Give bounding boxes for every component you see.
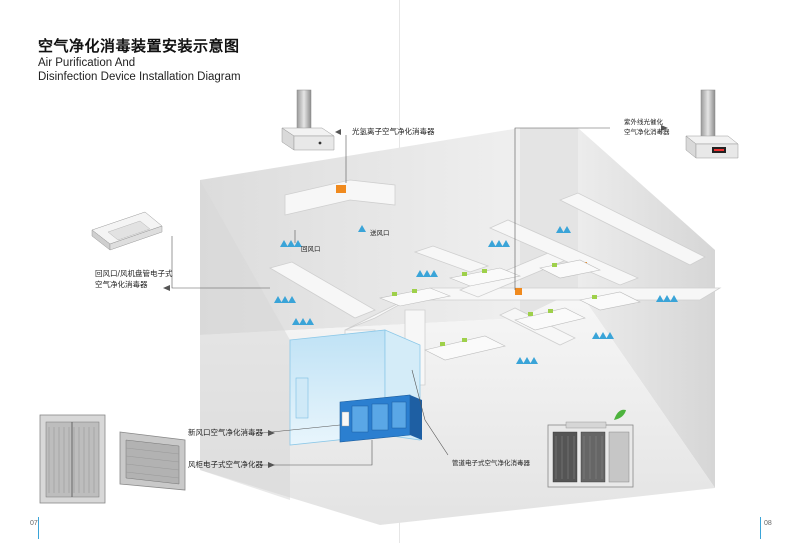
device-marker-duct xyxy=(515,288,522,295)
device-photo-cassette-purifier xyxy=(91,211,163,251)
room-front-wall-cut xyxy=(200,180,290,500)
page-title-en-line2: Disinfection Device Installation Diagram xyxy=(38,71,241,83)
airflow-arrows xyxy=(274,225,678,364)
airflow-arrow-group xyxy=(416,270,438,277)
page-title-zh: 空气净化消毒装置安装示意图 xyxy=(38,37,240,55)
ahu-unit xyxy=(339,394,422,443)
label-duct-electronic: 管道电子式空气净化消毒器 xyxy=(452,459,530,467)
duct-left-branch xyxy=(268,261,376,319)
airflow-arrow-group xyxy=(292,318,314,325)
page-title-en: Air Purification And Disinfection Device… xyxy=(38,56,241,84)
device-photo-duct-purifier xyxy=(547,409,634,488)
leader-duct xyxy=(411,369,449,456)
device-photo-ceiling-purifier xyxy=(281,89,335,151)
device-photo-uv-purifier xyxy=(685,89,739,159)
device-photo-ahu-panel xyxy=(119,431,186,491)
office-workstations xyxy=(378,259,641,361)
page-title-en-line1: Air Purification And xyxy=(38,57,136,69)
leader-uv xyxy=(514,127,610,290)
label-ahu-electronic: 风柜电子式空气净化器 xyxy=(188,460,263,469)
left-page-accent xyxy=(38,517,39,539)
airflow-arrow-group xyxy=(280,240,302,247)
device-photo-fresh-air-panel xyxy=(39,414,106,504)
airflow-arrow-group xyxy=(556,226,571,233)
page-number-left: 07 xyxy=(30,520,38,527)
workstation-cluster xyxy=(539,259,601,279)
leader-ahu xyxy=(262,440,373,466)
airflow-arrow-group xyxy=(358,225,366,232)
label-photo-hydrogen-ion: 光氢离子空气净化消毒器 xyxy=(352,127,435,136)
arrow-photo-hydrogen xyxy=(335,129,341,135)
right-page-accent xyxy=(760,517,761,539)
airflow-arrow-group xyxy=(274,296,296,303)
label-uv-photocatalysis-line2: 空气净化消毒器 xyxy=(624,128,670,136)
arrow-fresh-air xyxy=(268,430,275,436)
label-return-air-port: 回风口 xyxy=(301,245,321,253)
label-uv-photocatalysis-line1: 紫外线光催化 xyxy=(624,118,663,126)
label-supply-air-port: 送风口 xyxy=(370,229,390,237)
duct-cross-a xyxy=(413,245,490,273)
workstation-cluster xyxy=(514,307,586,331)
leader-fresh-air xyxy=(261,424,341,434)
workstation-cluster xyxy=(378,287,452,307)
leader-lines xyxy=(171,127,610,466)
label-uv-photocatalysis: 紫外线光催化 空气净化消毒器 xyxy=(624,117,670,137)
ahu-door xyxy=(295,377,309,419)
leader-return-air xyxy=(171,236,270,289)
arrow-return-air xyxy=(163,285,170,291)
duct-right-branch xyxy=(559,192,706,266)
airflow-arrow-group xyxy=(516,357,538,364)
arrow-uv xyxy=(661,125,668,131)
ahu-room xyxy=(289,329,422,446)
label-return-air-fancoil: 回风口/风机盘管电子式 空气净化消毒器 xyxy=(95,268,173,290)
workstation-cluster xyxy=(424,335,506,361)
workstation-cluster xyxy=(579,291,641,311)
airflow-arrow-group xyxy=(592,332,614,339)
device-marker-ceiling xyxy=(336,185,346,193)
workstation-cluster xyxy=(448,267,522,287)
arrow-ahu xyxy=(268,462,275,468)
airflow-arrow-group xyxy=(656,295,678,302)
label-return-air-fancoil-line2: 空气净化消毒器 xyxy=(95,280,148,289)
duct-ceiling-unit xyxy=(284,179,396,216)
airflow-arrow-group xyxy=(488,240,510,247)
page-number-right: 08 xyxy=(764,520,772,527)
label-fresh-air-inlet: 新风口空气净化消毒器 xyxy=(188,428,263,437)
label-return-air-fancoil-line1: 回风口/风机盘管电子式 xyxy=(95,269,173,278)
